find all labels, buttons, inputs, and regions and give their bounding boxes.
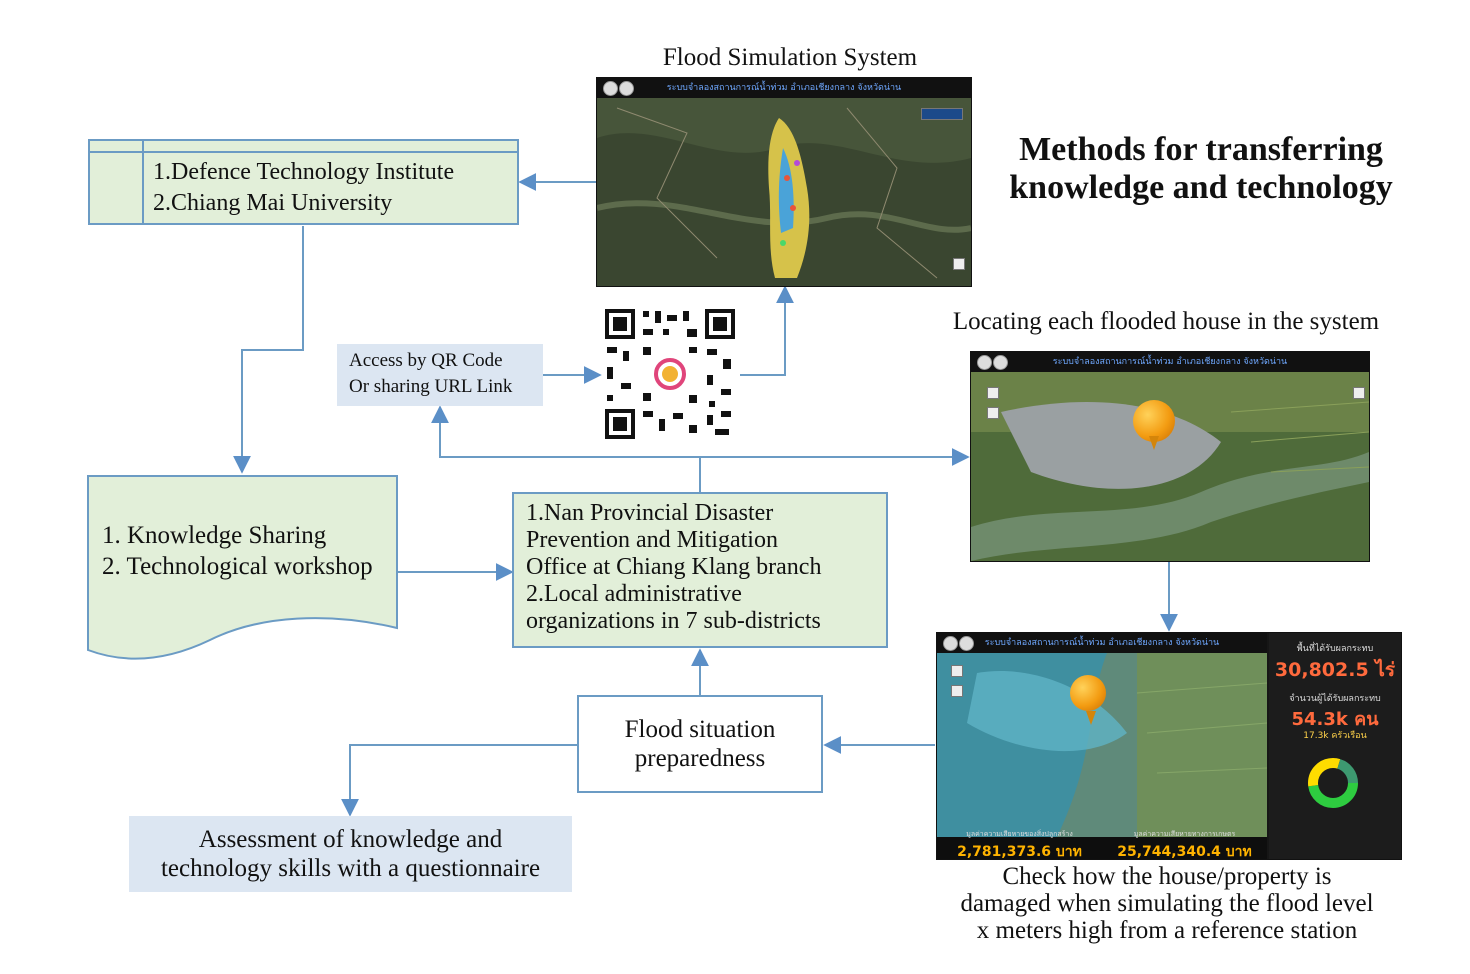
kpi-people-label: จำนวนผู้ได้รับผลกระทบ <box>1289 694 1381 704</box>
preparedness-line-1: Flood situation <box>624 716 776 743</box>
terrain-map <box>597 78 971 286</box>
layer-switch-button[interactable] <box>921 108 963 120</box>
house-location-pin[interactable] <box>1133 400 1175 450</box>
logo-icon <box>619 81 634 96</box>
flood-system-caption: Flood Simulation System <box>662 44 918 71</box>
damage-caption-line-1: Check how the house/property is <box>1002 863 1332 890</box>
workshop-line-1: 1. Knowledge Sharing <box>102 522 327 549</box>
flood-map <box>937 653 1267 837</box>
qr-access-line-1: Access by QR Code <box>349 350 503 371</box>
arrow-qr-to-system <box>740 285 794 376</box>
institutions-box: 1.Defence Technology Institute 2.Chiang … <box>88 139 519 225</box>
aerial-map <box>971 352 1369 561</box>
house-location-pin[interactable] <box>1070 675 1106 725</box>
money-agriculture-value: 25,744,340.4 บาท <box>1117 844 1252 860</box>
institution-2: 2.Chiang Mai University <box>153 190 393 216</box>
qr-code[interactable] <box>603 307 737 441</box>
arrow-preparedness-to-assessment <box>341 744 577 817</box>
zoom-in-icon[interactable] <box>987 387 999 399</box>
org-line-2: Prevention and Mitigation <box>526 527 778 553</box>
logo-icon <box>959 636 974 651</box>
damage-dashboard-screenshot[interactable]: ระบบจำลองสถานการณ์น้ำท่วม อำเภอเชียงกลาง… <box>936 632 1402 860</box>
title-line-2: knowledge and technology <box>1009 169 1393 206</box>
workshop-document-shape <box>87 475 398 660</box>
damage-caption-line-3: x meters high from a reference station <box>976 917 1358 944</box>
zoom-out-icon[interactable] <box>951 685 963 697</box>
money-agriculture-label: มูลค่าความเสียหายทางการเกษตร <box>1133 830 1236 838</box>
assessment-line-2: technology skills with a questionnaire <box>160 855 541 882</box>
preparedness-line-2: preparedness <box>634 745 766 772</box>
workshop-line-2: 2. Technological workshop <box>102 553 373 580</box>
assessment-line-1: Assessment of knowledge and <box>198 826 503 853</box>
kpi-people-value: 54.3k คน <box>1291 709 1379 730</box>
kpi-panel <box>1269 633 1401 859</box>
qr-access-box: Access by QR Code Or sharing URL Link <box>337 344 543 406</box>
workshop-box: 1. Knowledge Sharing 2. Technological wo… <box>102 520 373 582</box>
logo-icon <box>603 81 618 96</box>
organizations-box: 1.Nan Provincial Disaster Prevention and… <box>512 492 888 648</box>
locating-caption: Locating each flooded house in the syste… <box>952 308 1380 335</box>
page-title: Methods for transferring knowledge and t… <box>996 131 1406 207</box>
system-header: ระบบจำลองสถานการณ์น้ำท่วม อำเภอเชียงกลาง… <box>597 78 971 98</box>
dashboard-header: ระบบจำลองสถานการณ์น้ำท่วม อำเภอเชียงกลาง… <box>937 633 1267 653</box>
damage-donut-chart <box>1308 758 1358 808</box>
org-line-5: organizations in 7 sub-districts <box>526 608 821 634</box>
title-line-1: Methods for transferring <box>1019 131 1383 168</box>
locating-screenshot[interactable]: ระบบจำลองสถานการณ์น้ำท่วม อำเภอเชียงกลาง… <box>970 351 1370 562</box>
fullscreen-icon[interactable] <box>1353 387 1365 399</box>
preparedness-box: Flood situation preparedness <box>577 695 823 793</box>
kpi-area-label: พื้นที่ได้รับผลกระทบ <box>1296 644 1374 654</box>
flood-simulation-screenshot[interactable]: ระบบจำลองสถานการณ์น้ำท่วม อำเภอเชียงกลาง… <box>596 77 972 287</box>
kpi-area-value: 30,802.5 ไร่ <box>1274 659 1396 681</box>
kpi-households: 17.3k ครัวเรือน <box>1303 731 1367 741</box>
org-line-1: 1.Nan Provincial Disaster <box>526 500 774 526</box>
org-line-3: Office at Chiang Klang branch <box>526 554 822 580</box>
money-panel <box>937 837 1267 859</box>
logo-icon <box>977 355 992 370</box>
locating-header: ระบบจำลองสถานการณ์น้ำท่วม อำเภอเชียงกลาง… <box>971 352 1369 372</box>
assessment-box: Assessment of knowledge and technology s… <box>129 816 572 892</box>
money-building-value: 2,781,373.6 บาท <box>957 844 1082 860</box>
damage-caption: Check how the house/property is damaged … <box>920 863 1414 944</box>
zoom-control[interactable] <box>953 258 965 270</box>
qr-access-line-2: Or sharing URL Link <box>349 376 513 397</box>
logo-icon <box>943 636 958 651</box>
logo-icon <box>993 355 1008 370</box>
institution-1: 1.Defence Technology Institute <box>153 159 455 185</box>
connector-org-split <box>431 405 701 492</box>
zoom-out-icon[interactable] <box>987 407 999 419</box>
money-building-label: มูลค่าความเสียหายของสิ่งปลูกสร้าง <box>966 830 1073 838</box>
zoom-in-icon[interactable] <box>951 665 963 677</box>
connector-institutions-to-workshop <box>233 226 304 474</box>
damage-caption-line-2: damaged when simulating the flood level <box>960 890 1374 917</box>
org-line-4: 2.Local administrative <box>526 581 742 607</box>
